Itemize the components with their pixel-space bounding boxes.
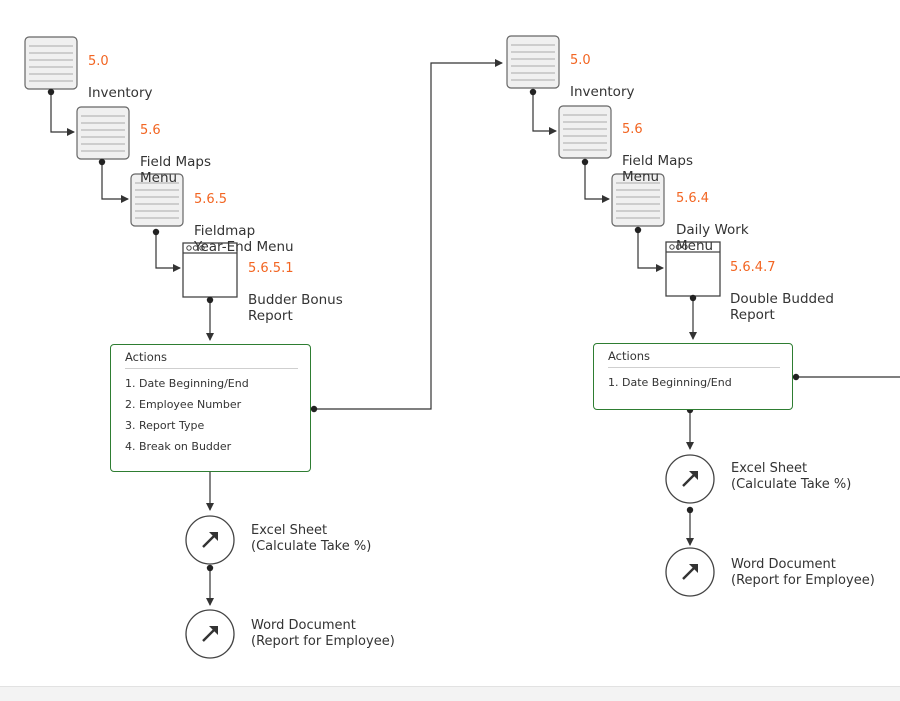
node-label: Budder Bonus Report	[248, 292, 343, 324]
connector	[50, 92, 75, 136]
action-item: 3. Report Type	[125, 419, 205, 432]
node-label: Inventory	[570, 84, 635, 100]
connector-dot	[529, 88, 537, 96]
output-word-document-right[interactable]: Word Document (Report for Employee)	[731, 557, 875, 588]
action-item: 1. Date Beginning/End	[608, 376, 732, 389]
node-field-maps-menu-right[interactable]: 5.6 Field Maps Menu	[622, 106, 693, 201]
external-arrow-icon	[664, 546, 716, 598]
node-number: 5.0	[88, 54, 109, 69]
output-excel-sheet-left[interactable]: Excel Sheet (Calculate Take %)	[251, 523, 372, 554]
action-item: 1. Date Beginning/End	[125, 377, 249, 390]
node-label: Field Maps Menu	[622, 153, 693, 185]
connector-dot	[152, 228, 160, 236]
connector-dot	[310, 405, 318, 413]
bottom-bar	[0, 686, 900, 701]
connector	[101, 162, 129, 203]
connector	[314, 59, 503, 410]
node-number: 5.0	[570, 53, 591, 68]
external-arrow-icon	[184, 608, 236, 660]
node-label: Daily Work Menu	[676, 222, 749, 254]
connector-dot	[47, 88, 55, 96]
node-field-maps-menu-left[interactable]: 5.6 Field Maps Menu	[140, 107, 211, 202]
node-label: Field Maps Menu	[140, 154, 211, 186]
actions-title: Actions	[608, 349, 780, 368]
connector-dot	[206, 564, 214, 572]
connector	[532, 92, 557, 135]
actions-box-left: Actions 1. Date Beginning/End 2. Employe…	[110, 344, 311, 472]
node-number: 5.6.5	[194, 192, 228, 207]
node-inventory-left[interactable]: 5.0 Inventory	[88, 38, 152, 117]
action-item: 2. Employee Number	[125, 398, 242, 411]
node-number: 5.6.4.7	[730, 260, 776, 275]
output-excel-sheet-right[interactable]: Excel Sheet (Calculate Take %)	[731, 461, 852, 492]
node-fieldmap-year-end-menu[interactable]: 5.6.5 Fieldmap Year-End Menu	[194, 176, 294, 271]
node-label: Fieldmap Year-End Menu	[194, 223, 294, 255]
actions-box-right: Actions 1. Date Beginning/End	[593, 343, 793, 410]
connector-dot	[634, 226, 642, 234]
node-number: 5.6	[622, 122, 643, 137]
actions-title: Actions	[125, 350, 298, 369]
node-inventory-right[interactable]: 5.0 Inventory	[570, 37, 634, 116]
node-daily-work-menu[interactable]: 5.6.4 Daily Work Menu	[676, 175, 749, 270]
connector-dot	[689, 294, 697, 302]
connector	[637, 230, 664, 272]
connector-dot	[792, 373, 800, 381]
node-number: 5.6.4	[676, 191, 710, 206]
action-item: 4. Break on Budder	[125, 440, 232, 453]
connector-dot	[581, 158, 589, 166]
node-double-budded-report[interactable]: 5.6.4.7 Double Budded Report	[730, 244, 834, 339]
connector	[584, 162, 610, 203]
external-arrow-icon	[184, 514, 236, 566]
node-label: Double Budded Report	[730, 291, 834, 323]
connector-dot	[686, 506, 694, 514]
connector	[155, 232, 181, 272]
node-number: 5.6.5.1	[248, 261, 294, 276]
node-budder-bonus-report[interactable]: 5.6.5.1 Budder Bonus Report	[248, 245, 343, 340]
node-label: Inventory	[88, 85, 153, 101]
node-number: 5.6	[140, 123, 161, 138]
menu-list-icon	[506, 35, 560, 89]
menu-list-icon	[24, 36, 78, 90]
connector-dot	[98, 158, 106, 166]
external-arrow-icon	[664, 453, 716, 505]
output-word-document-left[interactable]: Word Document (Report for Employee)	[251, 618, 395, 649]
connector-dot	[206, 296, 214, 304]
